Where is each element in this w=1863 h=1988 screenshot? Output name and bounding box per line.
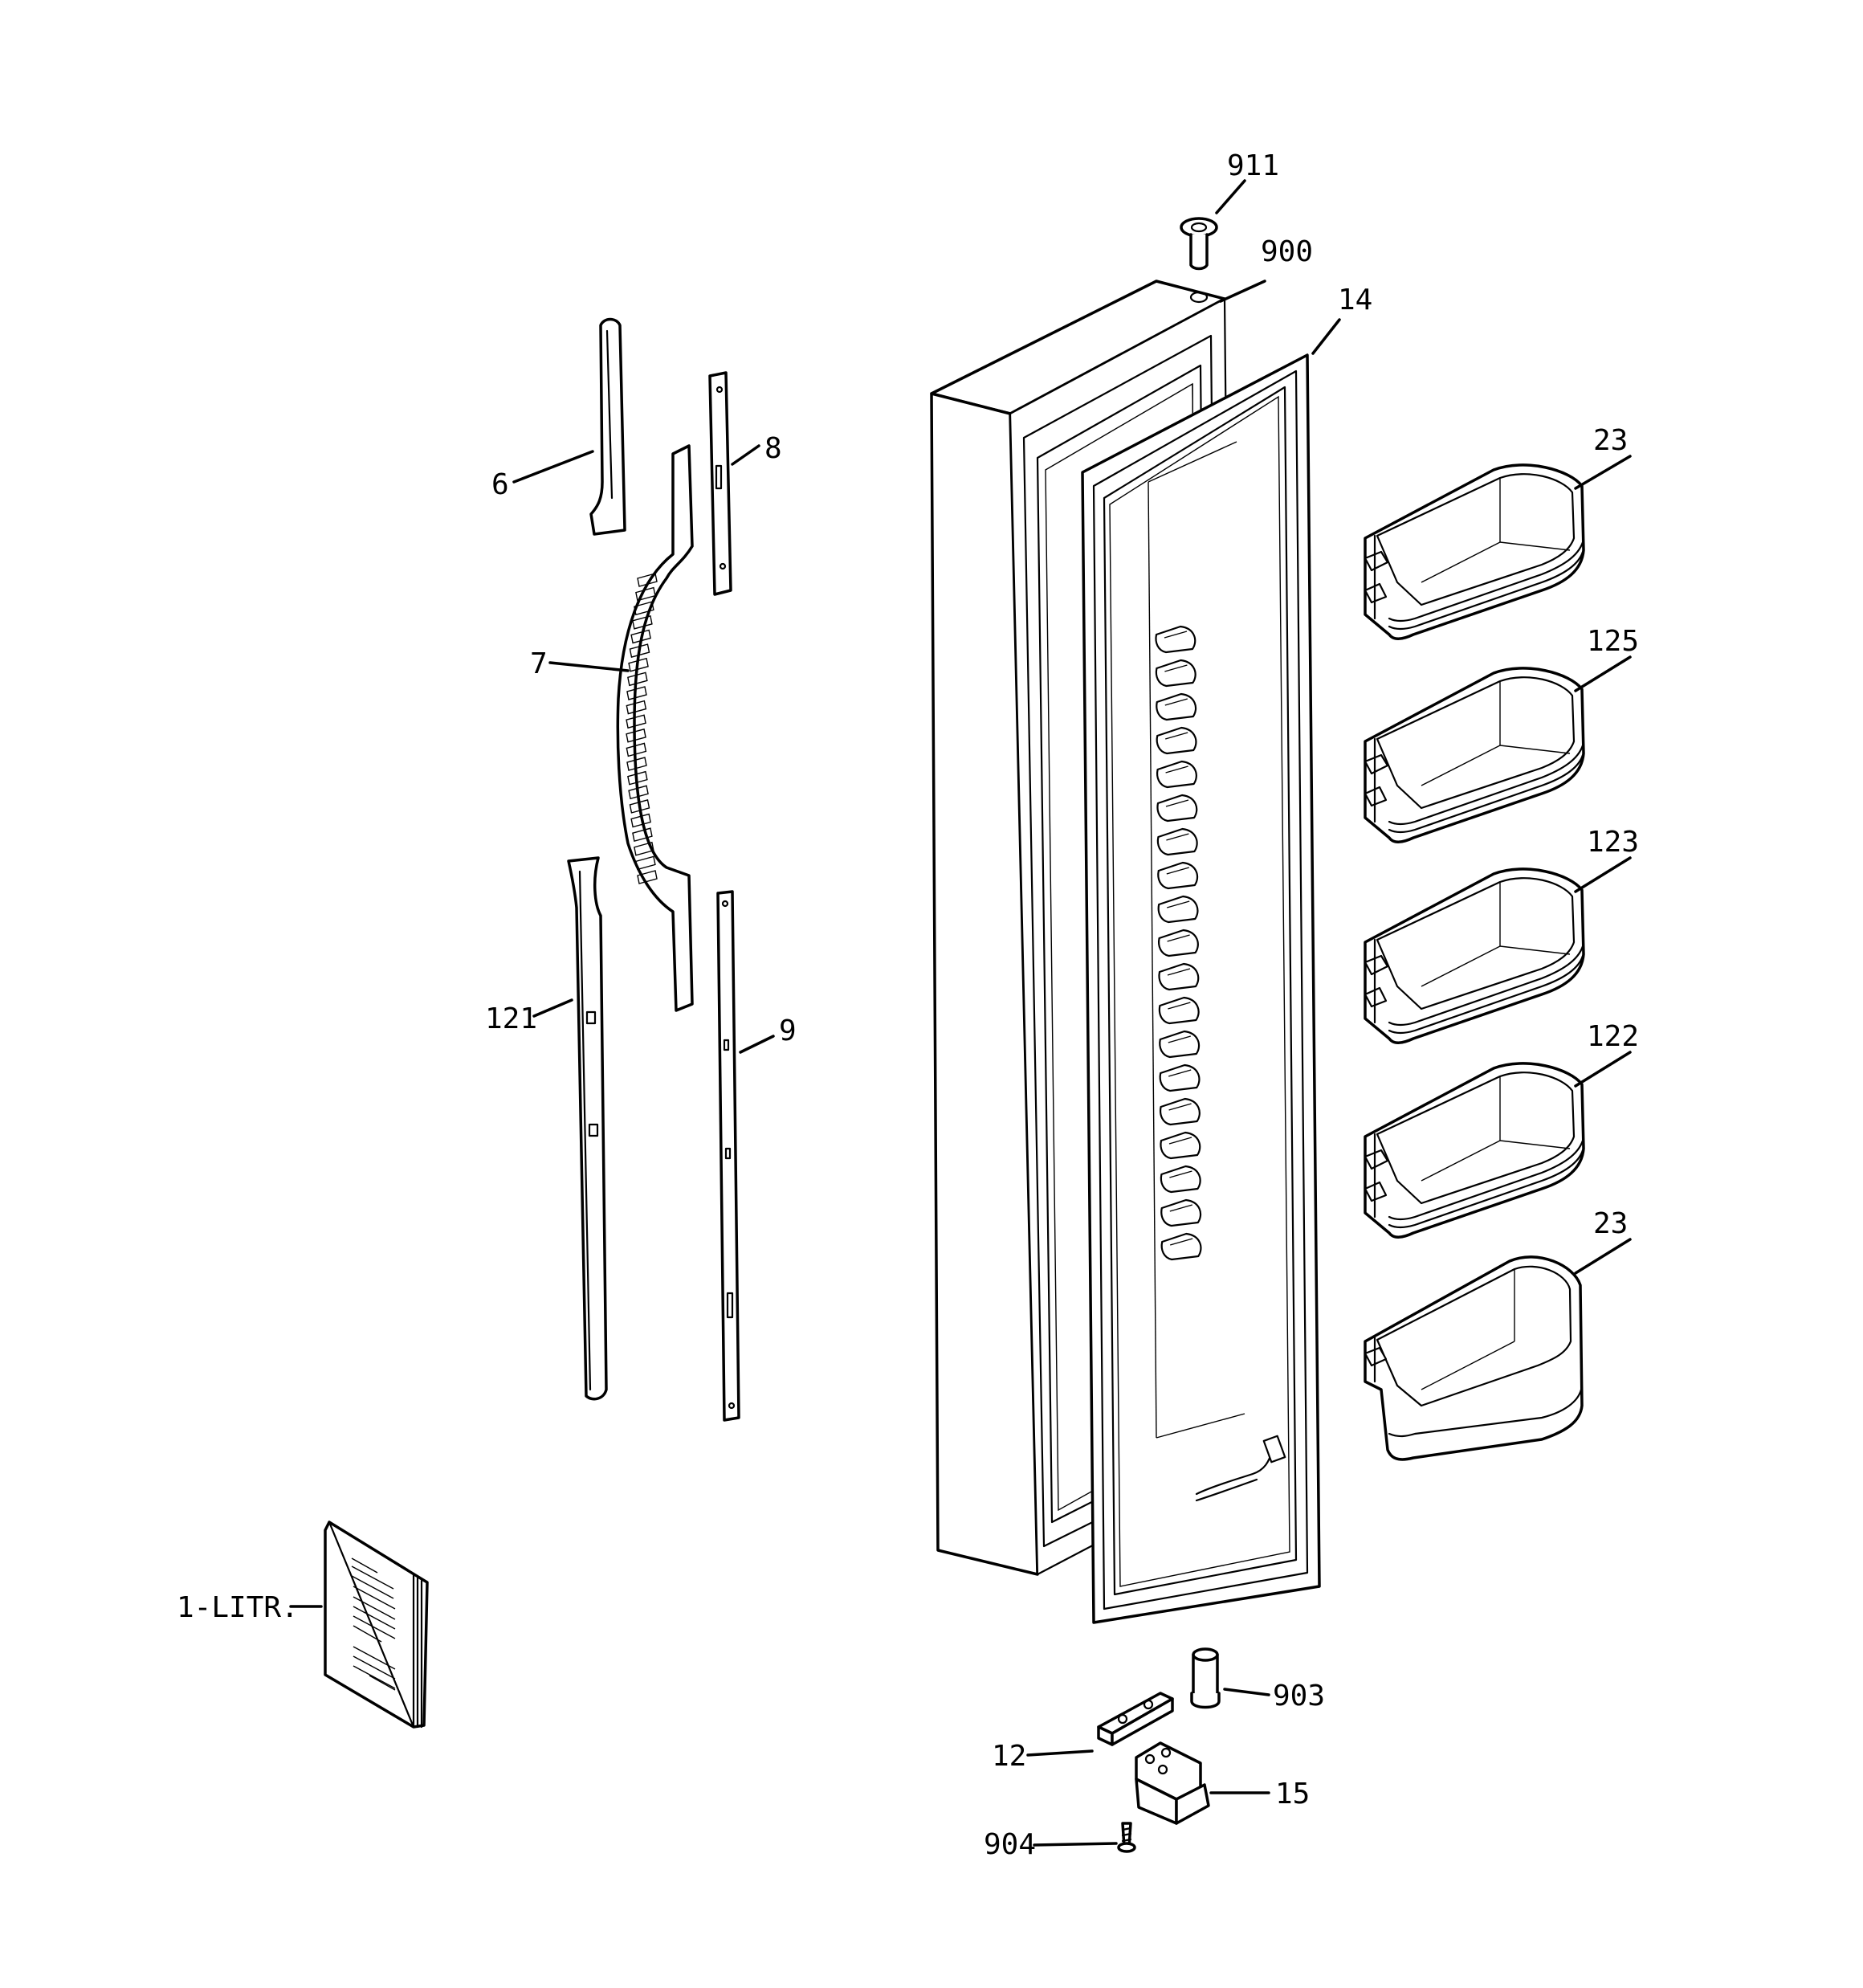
part-1-litr-literature-booklet [324,1521,429,1729]
door-bin-tall [1364,1255,1584,1461]
part-12-hinge-shim [1097,1692,1174,1746]
booklet-text-line [353,1625,382,1643]
part-903-hinge-pin [1190,1647,1221,1709]
door-bin [1364,463,1585,640]
ratchet-bump [1160,1165,1201,1194]
label-8: 8 [764,432,782,465]
label-125: 125 [1587,625,1639,658]
handle-grip-ridge [626,757,647,771]
part-15-bottom-hinge [1135,1741,1210,1825]
label-6: 6 [491,468,509,501]
ratchet-bump [1160,1232,1202,1261]
leader-lines [289,179,1632,1847]
label-12: 12 [992,1740,1026,1773]
handle-grip-ridge [628,785,649,800]
handle-grip-ridge [637,870,658,884]
part-911-bushing [1180,217,1218,271]
ratchet-bump [1160,1131,1201,1160]
part-904-screw [1117,1822,1136,1853]
handle-grip-ridge [637,573,658,587]
booklet-text-line [353,1586,396,1610]
handle-grip-ridge [634,601,654,616]
handle-grip-ridge [626,686,647,700]
ratchet-bump [1156,794,1198,823]
ratchet-bump [1157,895,1199,924]
label-23-top: 23 [1593,424,1628,457]
handle-grip-ridge [635,855,656,871]
handle-grip-ridge [627,672,648,687]
label-904: 904 [984,1828,1036,1861]
booklet-text-line [353,1655,396,1680]
ratchet-bump [1156,760,1197,789]
booklet-text-line [353,1606,396,1630]
ratchet-bump [1156,827,1198,856]
label-9: 9 [779,1014,797,1047]
door-wire-harness [1195,1435,1286,1502]
label-911: 911 [1227,149,1279,182]
door-bin [1364,867,1585,1044]
handle-grip-ridge [626,714,646,729]
label-122: 122 [1587,1020,1639,1053]
handle-grip-ridge [634,841,654,856]
ratchet-bump [1157,861,1199,890]
label-1-litr: 1-LITR. [177,1591,299,1624]
handle-grip-ridge [635,586,656,602]
door-bin [1364,667,1585,843]
part-7-door-handle [616,444,694,1012]
booklet-text-line [351,1557,378,1574]
label-15: 15 [1275,1778,1310,1810]
booklet-text-line [351,1565,394,1590]
label-900: 900 [1261,235,1313,268]
label-14: 14 [1338,284,1372,316]
label-903: 903 [1273,1680,1325,1712]
ratchet-bump [1155,659,1196,688]
handle-grip-ridge [630,629,651,644]
booklet-text-line [353,1646,396,1670]
booklet-text-line [351,1575,394,1599]
handle-grip-ridge [632,827,653,843]
booklet-text-line [353,1665,396,1689]
ratchet-bump [1159,1030,1201,1059]
handle-grip-ridge [626,742,647,757]
booklet-text-line [353,1615,396,1639]
ratchet-bump [1159,1063,1201,1092]
booklet-text-line [369,1675,396,1691]
part-6-handle-endcap [589,317,626,536]
handle-grip-ridge [626,700,647,715]
door-gasket [1081,353,1321,1624]
booklet-text-line [353,1596,396,1620]
handle-grip-ridge [626,728,646,743]
ratchet-bump [1158,996,1200,1025]
label-123: 123 [1587,826,1639,859]
ratchet-bump [1155,625,1196,654]
handle-grip-ridge [632,614,653,630]
handle-grip-ridge [630,813,651,828]
label-23-bottom: 23 [1593,1207,1628,1240]
part-8-trim-strip [708,371,732,596]
handle-grip-ridge [629,643,650,658]
part-121-handle-strip [567,856,608,1401]
ratchet-bump [1156,692,1197,721]
ratchet-bump [1158,962,1200,991]
part-9-trim-strip [716,890,740,1422]
handle-grip-ridge [628,657,649,672]
label-121: 121 [485,1002,537,1035]
door-bin [1364,1062,1585,1239]
ratchet-bump [1156,726,1197,755]
door-bins [1364,463,1585,1461]
shelf-ratchet-rail [1155,625,1202,1261]
handle-grip-ridge [627,770,648,786]
ratchet-bump [1160,1198,1202,1227]
ratchet-bump [1160,1097,1201,1126]
label-7: 7 [530,647,548,680]
handle-grip-ridge [629,799,650,814]
ratchet-bump [1158,929,1199,957]
